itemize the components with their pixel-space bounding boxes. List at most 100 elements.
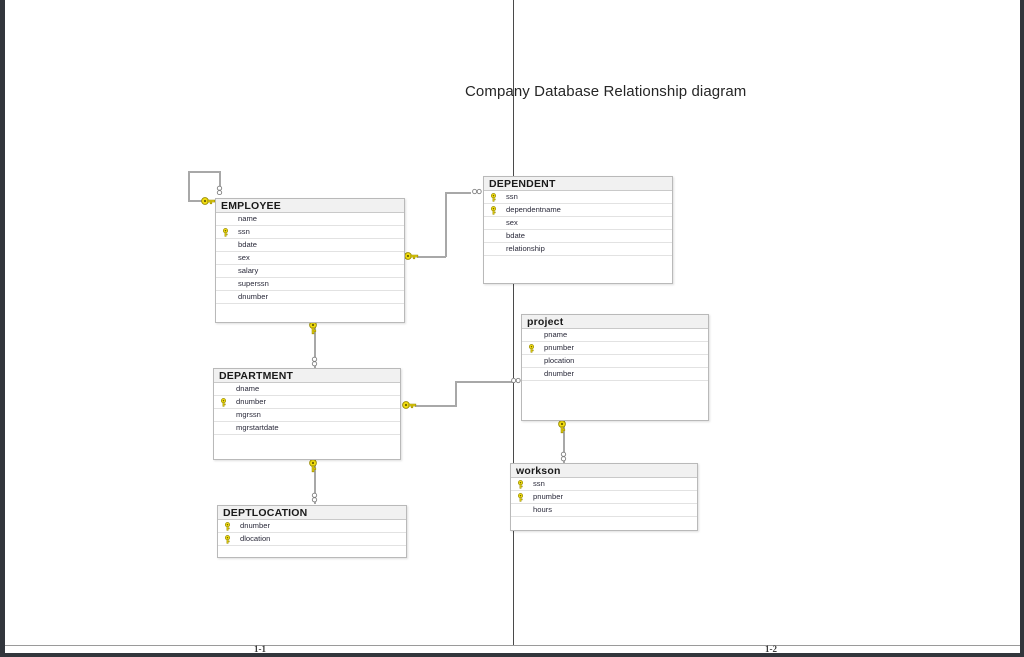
spacer: [221, 267, 230, 276]
connector-employee-self-top: [188, 171, 220, 173]
spacer: [221, 280, 230, 289]
attribute-list-employee: name ssn bdate: [216, 213, 404, 304]
connector-employee-self-bottom: [188, 200, 214, 202]
attribute-row[interactable]: superssn: [216, 278, 404, 291]
entity-department[interactable]: DEPARTMENT dname dnumber: [213, 368, 401, 460]
key-icon: [516, 493, 525, 502]
attribute-list-workson: ssn pnumber hours: [511, 478, 697, 517]
key-icon: [489, 193, 498, 202]
spacer: [219, 411, 228, 420]
relationship-key-emp-dep: [404, 251, 419, 261]
connector-dept-proj-v: [455, 381, 457, 406]
attribute-label: ssn: [238, 227, 250, 236]
attribute-row[interactable]: dlocation: [218, 533, 406, 546]
entity-title-dependent: DEPENDENT: [484, 177, 672, 191]
attribute-row[interactable]: ssn: [216, 226, 404, 239]
attribute-list-department: dname dnumber mgrssn: [214, 383, 400, 435]
relationship-key-dept-proj: [402, 400, 417, 410]
key-icon: [219, 398, 228, 407]
attribute-label: bdate: [506, 231, 526, 240]
attribute-label: ssn: [533, 479, 545, 488]
key-icon: [223, 535, 232, 544]
entity-title-workson: workson: [511, 464, 697, 478]
entity-employee[interactable]: EMPLOYEE name ssn: [215, 198, 405, 323]
attribute-row[interactable]: dname: [214, 383, 400, 396]
connector-dept-deptloc: [314, 460, 316, 504]
attribute-label: dlocation: [240, 534, 271, 543]
attribute-label: relationship: [506, 244, 545, 253]
entity-workson[interactable]: workson ssn: [510, 463, 698, 531]
attribute-row[interactable]: mgrstartdate: [214, 422, 400, 435]
attribute-row[interactable]: ssn: [484, 191, 672, 204]
attribute-row[interactable]: bdate: [484, 230, 672, 243]
crowfoot-workson-top: [559, 451, 568, 463]
attribute-label: pnumber: [533, 492, 563, 501]
attribute-label: hours: [533, 505, 552, 514]
spacer: [516, 506, 525, 515]
attribute-label: sex: [238, 253, 250, 262]
spacer: [221, 241, 230, 250]
spacer: [527, 370, 536, 379]
attribute-row[interactable]: pnumber: [522, 342, 708, 355]
attribute-row[interactable]: dnumber: [218, 520, 406, 533]
entity-title-employee: EMPLOYEE: [216, 199, 404, 213]
connector-emp-dep-h2: [445, 192, 471, 194]
entity-dependent[interactable]: DEPENDENT ssn: [483, 176, 673, 284]
spacer: [489, 219, 498, 228]
relationship-key-dept-deptloc: [308, 459, 318, 473]
crowfoot-deptlocation-top: [310, 492, 319, 504]
spacer: [527, 331, 536, 340]
attribute-row[interactable]: dnumber: [216, 291, 404, 304]
connector-proj-workson: [563, 421, 565, 463]
attribute-label: name: [238, 214, 257, 223]
key-icon: [223, 522, 232, 531]
entity-project[interactable]: project pname pnumber: [521, 314, 709, 421]
attribute-label: dnumber: [544, 369, 574, 378]
key-icon: [527, 344, 536, 353]
attribute-label: dnumber: [238, 292, 268, 301]
key-icon: [221, 228, 230, 237]
attribute-row[interactable]: hours: [511, 504, 697, 517]
attribute-label: dnumber: [236, 397, 266, 406]
attribute-list-project: pname pnumber plocation: [522, 329, 708, 381]
attribute-label: mgrssn: [236, 410, 261, 419]
attribute-label: dnumber: [240, 521, 270, 530]
key-icon: [489, 206, 498, 215]
attribute-label: plocation: [544, 356, 575, 365]
attribute-row[interactable]: sex: [216, 252, 404, 265]
attribute-row[interactable]: dependentname: [484, 204, 672, 217]
attribute-row[interactable]: dnumber: [214, 396, 400, 409]
relationship-key-proj-workson: [557, 420, 567, 434]
attribute-row[interactable]: name: [216, 213, 404, 226]
attribute-row[interactable]: mgrssn: [214, 409, 400, 422]
crowfoot-project-left: [509, 376, 522, 385]
spacer: [221, 254, 230, 263]
attribute-row[interactable]: sex: [484, 217, 672, 230]
page-footer-rule: [5, 645, 1020, 646]
attribute-row[interactable]: plocation: [522, 355, 708, 368]
connector-dept-proj-h2: [455, 381, 513, 383]
attribute-list-dependent: ssn dependentname sex: [484, 191, 672, 256]
spacer: [221, 293, 230, 302]
attribute-row[interactable]: dnumber: [522, 368, 708, 381]
attribute-row[interactable]: pname: [522, 329, 708, 342]
attribute-row[interactable]: pnumber: [511, 491, 697, 504]
attribute-label: dependentname: [506, 205, 561, 214]
connector-emp-dep-h1: [417, 256, 446, 258]
page-title: Company Database Relationship diagram: [465, 83, 747, 100]
attribute-label: dname: [236, 384, 260, 393]
relationship-key-employee-self: [201, 196, 216, 206]
attribute-label: mgrstartdate: [236, 423, 279, 432]
attribute-row[interactable]: salary: [216, 265, 404, 278]
connector-dept-proj-h1: [415, 405, 457, 407]
entity-deptlocation[interactable]: DEPTLOCATION dnumber: [217, 505, 407, 558]
spacer: [219, 424, 228, 433]
attribute-row[interactable]: ssn: [511, 478, 697, 491]
attribute-label: pname: [544, 330, 568, 339]
crowfoot-employee-self: [215, 185, 224, 197]
attribute-row[interactable]: relationship: [484, 243, 672, 256]
attribute-label: superssn: [238, 279, 269, 288]
crowfoot-dependent: [470, 187, 483, 196]
attribute-row[interactable]: bdate: [216, 239, 404, 252]
